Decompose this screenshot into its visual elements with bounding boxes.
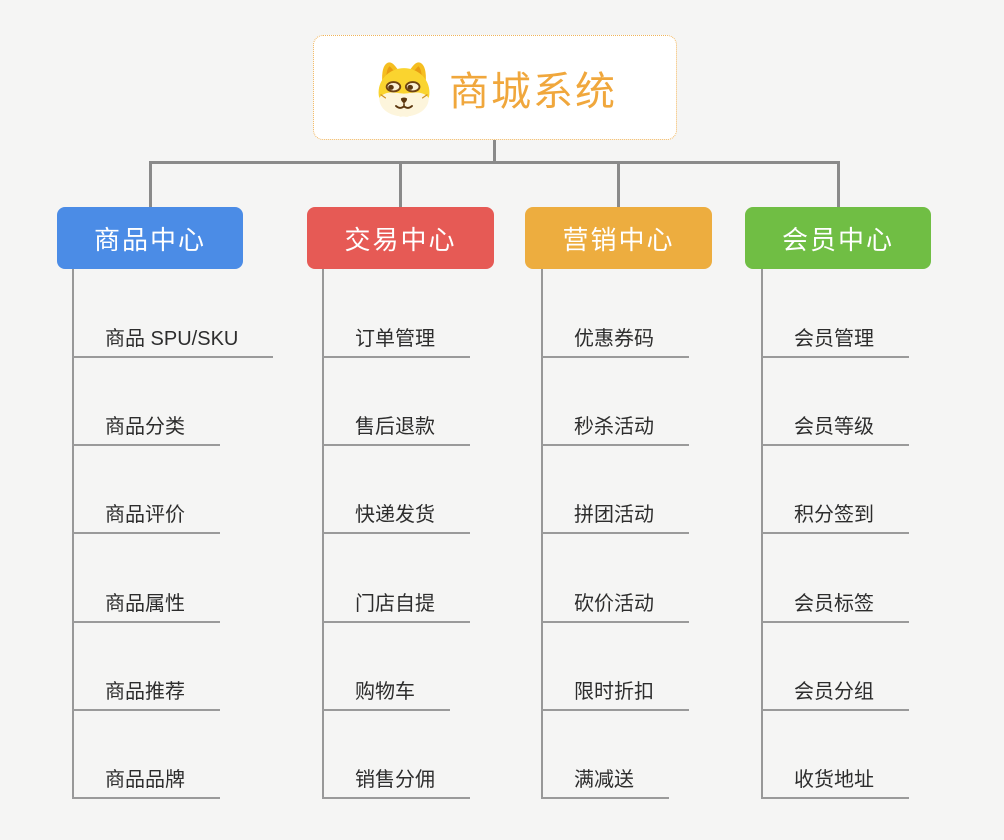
leaf-node-1-5[interactable]: 商品推荐 bbox=[72, 677, 220, 711]
leaf-node-1-2[interactable]: 商品分类 bbox=[72, 412, 220, 446]
leaf-node-2-5[interactable]: 购物车 bbox=[322, 677, 450, 711]
root-node-mall-system[interactable]: 商城系统 bbox=[313, 35, 677, 140]
connector-root-stem bbox=[493, 140, 496, 162]
shiba-dog-icon bbox=[378, 61, 430, 117]
leaf-node-1-6[interactable]: 商品品牌 bbox=[72, 765, 220, 799]
leaf-node-3-5[interactable]: 限时折扣 bbox=[541, 677, 689, 711]
leaf-node-4-6[interactable]: 收货地址 bbox=[761, 765, 909, 799]
leaf-node-3-3[interactable]: 拼团活动 bbox=[541, 500, 689, 534]
leaf-node-2-2[interactable]: 售后退款 bbox=[322, 412, 470, 446]
connector-drop-marketing-center bbox=[617, 161, 620, 208]
leaf-node-1-1[interactable]: 商品 SPU/SKU bbox=[72, 324, 274, 358]
children-rail-trade-center bbox=[322, 269, 324, 799]
leaf-node-4-2[interactable]: 会员等级 bbox=[761, 412, 909, 446]
leaf-node-3-4[interactable]: 砍价活动 bbox=[541, 589, 689, 623]
leaf-node-1-3[interactable]: 商品评价 bbox=[72, 500, 220, 534]
node-trade-center[interactable]: 交易中心 bbox=[307, 207, 494, 269]
leaf-node-2-6[interactable]: 销售分佣 bbox=[322, 765, 470, 799]
connector-drop-trade-center bbox=[399, 161, 402, 208]
leaf-node-4-4[interactable]: 会员标签 bbox=[761, 589, 909, 623]
children-rail-product-center bbox=[72, 269, 74, 799]
leaf-node-4-3[interactable]: 积分签到 bbox=[761, 500, 909, 534]
node-member-center[interactable]: 会员中心 bbox=[745, 207, 931, 269]
root-node-title: 商城系统 bbox=[449, 69, 617, 114]
leaf-node-3-2[interactable]: 秒杀活动 bbox=[541, 412, 689, 446]
leaf-node-1-4[interactable]: 商品属性 bbox=[72, 589, 220, 623]
leaf-node-2-3[interactable]: 快递发货 bbox=[322, 500, 470, 534]
node-marketing-center[interactable]: 营销中心 bbox=[525, 207, 712, 269]
node-product-center[interactable]: 商品中心 bbox=[57, 207, 243, 269]
connector-drop-product-center bbox=[149, 161, 152, 208]
leaf-node-3-1[interactable]: 优惠券码 bbox=[541, 324, 689, 358]
leaf-node-4-5[interactable]: 会员分组 bbox=[761, 677, 909, 711]
children-rail-member-center bbox=[761, 269, 763, 799]
children-rail-marketing-center bbox=[541, 269, 543, 799]
leaf-node-2-4[interactable]: 门店自提 bbox=[322, 589, 470, 623]
connector-trunk bbox=[149, 161, 839, 164]
connector-drop-member-center bbox=[837, 161, 840, 208]
leaf-node-3-6[interactable]: 满减送 bbox=[541, 765, 669, 799]
leaf-node-4-1[interactable]: 会员管理 bbox=[761, 324, 909, 358]
leaf-node-2-1[interactable]: 订单管理 bbox=[322, 324, 470, 358]
